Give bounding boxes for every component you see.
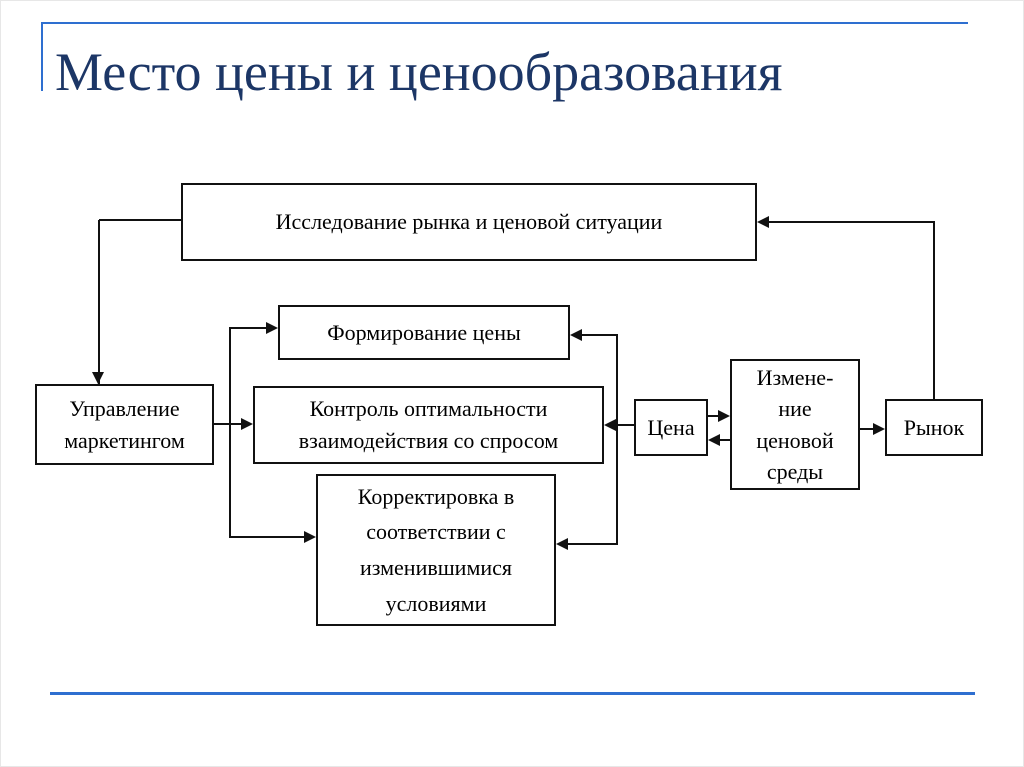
bottom-accent-line bbox=[50, 692, 975, 695]
connector-branch-to-formation-left bbox=[230, 327, 268, 329]
arrowhead-left-into-price-icon bbox=[708, 434, 720, 446]
box-price-formation: Формирование цены bbox=[278, 305, 570, 360]
box-optimality-control: Контроль оптимальности взаимодействия со… bbox=[253, 386, 604, 464]
connector-branch-to-formation-right bbox=[580, 334, 618, 336]
arrowhead-left-into-research-icon bbox=[757, 216, 769, 228]
connector-branch-to-adjustment-left bbox=[230, 536, 306, 538]
connector-right-branch-v bbox=[616, 334, 618, 544]
arrowhead-left-into-adjustment-icon bbox=[556, 538, 568, 550]
arrowhead-right-into-change-icon bbox=[718, 410, 730, 422]
arrowhead-left-into-control-icon bbox=[604, 419, 616, 431]
connector-left-branch-v bbox=[229, 327, 231, 538]
title-accent-top-line bbox=[41, 22, 968, 24]
box-adjustment: Корректировка в соответствии с изменивши… bbox=[316, 474, 556, 626]
arrowhead-right-into-adjustment-icon bbox=[304, 531, 316, 543]
connector-market-to-research-h bbox=[763, 221, 935, 223]
box-price: Цена bbox=[634, 399, 708, 456]
connector-price-to-control bbox=[616, 424, 634, 426]
box-market: Рынок bbox=[885, 399, 983, 456]
title-accent-left-line bbox=[41, 22, 43, 91]
connector-research-to-management-v bbox=[98, 220, 100, 384]
connector-branch-to-adjustment-right bbox=[566, 543, 618, 545]
connector-market-to-research-v bbox=[933, 221, 935, 399]
arrowhead-right-into-control-icon bbox=[241, 418, 253, 430]
connector-research-to-management-h bbox=[99, 219, 181, 221]
slide-title: Место цены и ценообразования bbox=[55, 42, 783, 102]
arrowhead-down-into-management-icon bbox=[92, 372, 104, 384]
box-market-research: Исследование рынка и ценовой ситуации bbox=[181, 183, 757, 261]
arrowhead-left-into-formation-icon bbox=[570, 329, 582, 341]
connector-change-to-price bbox=[720, 439, 730, 441]
connector-price-to-change bbox=[708, 415, 720, 417]
box-marketing-management: Управление маркетингом bbox=[35, 384, 214, 465]
connector-management-to-control bbox=[214, 423, 243, 425]
connector-change-to-market bbox=[859, 428, 875, 430]
arrowhead-right-into-market-icon bbox=[873, 423, 885, 435]
box-price-environment-change: Измене- ние ценовой среды bbox=[730, 359, 860, 490]
arrowhead-right-into-formation-icon bbox=[266, 322, 278, 334]
